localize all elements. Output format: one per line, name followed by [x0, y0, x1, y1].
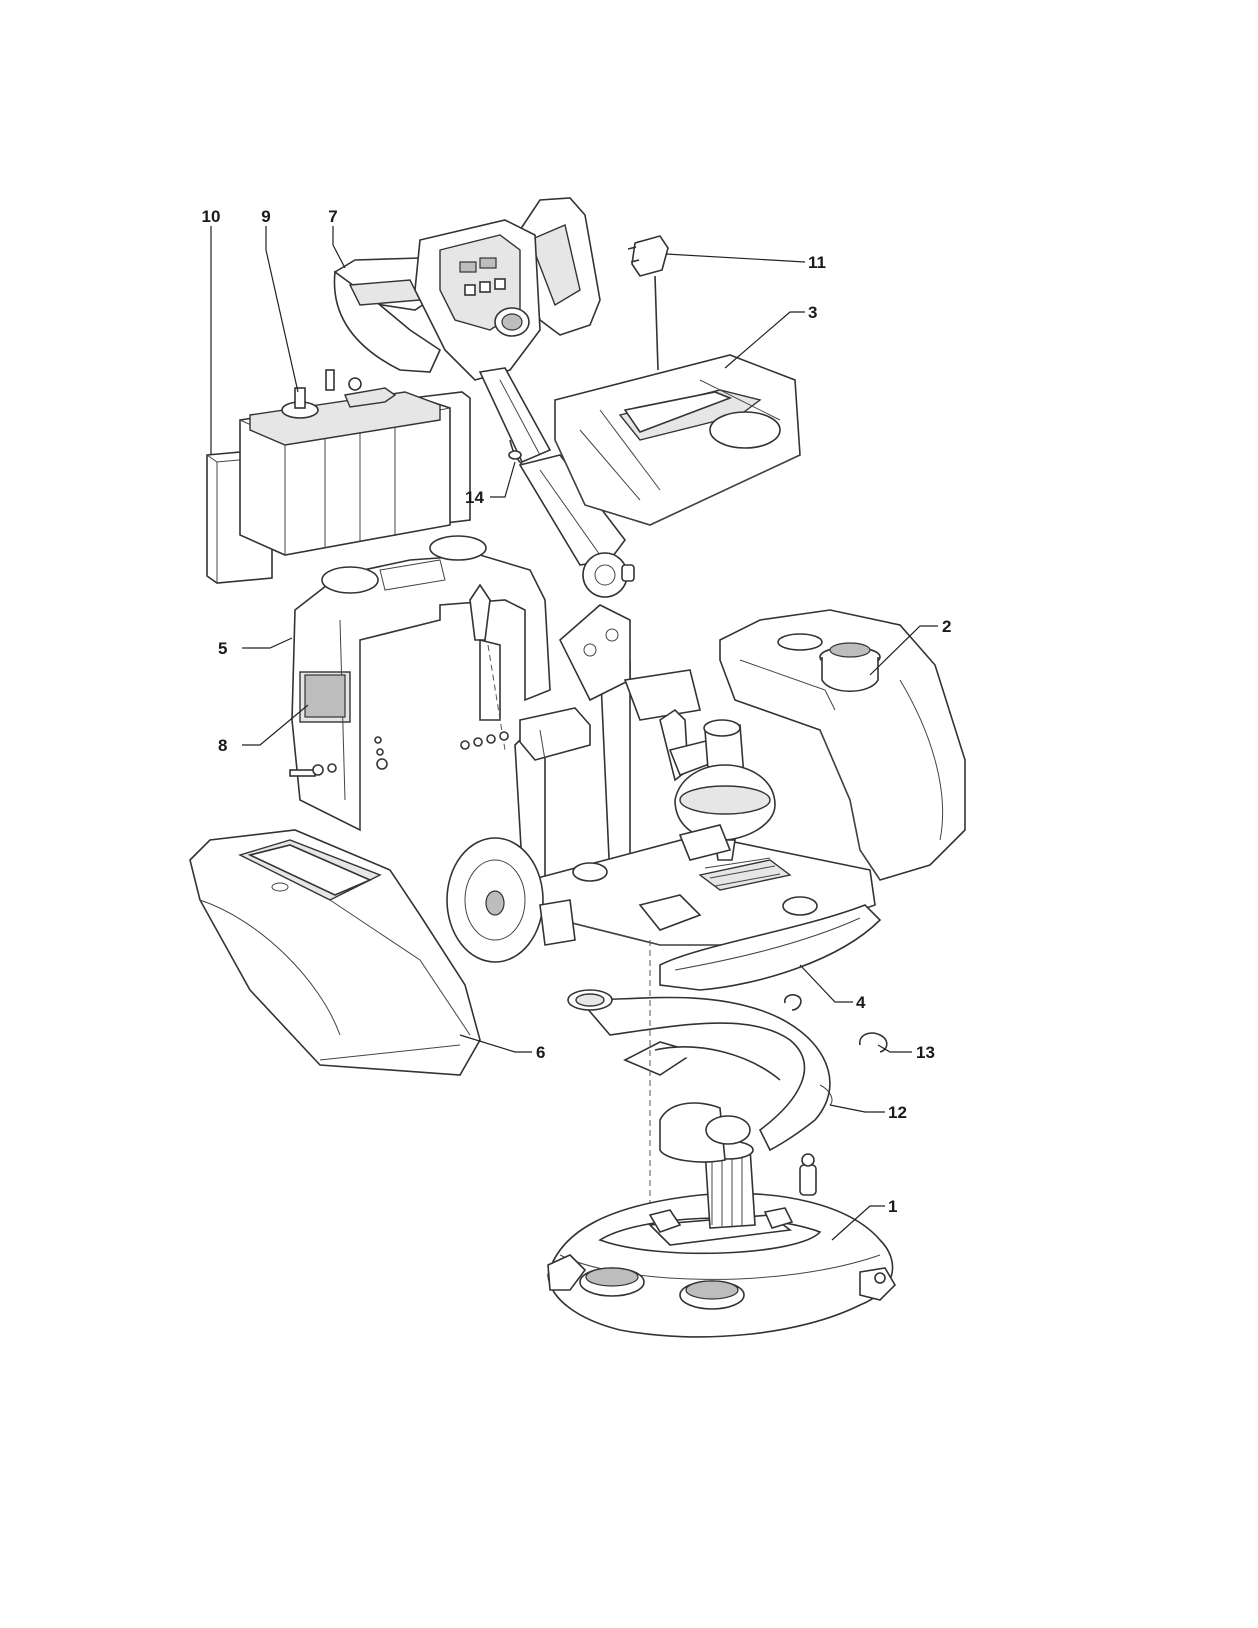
callout-9: 9: [261, 207, 270, 226]
callout-5: 5: [218, 639, 227, 658]
callout-10: 10: [202, 207, 221, 226]
part-11-power-plug: [627, 235, 669, 371]
callout-1: 1: [888, 1197, 897, 1216]
callout-13: 13: [916, 1043, 935, 1062]
callout-numbers: 10 9 7 11 3 14 5 2 8 4 6 13 12 1: [202, 207, 952, 1216]
part-1-brush-deck: [547, 1102, 897, 1338]
part-3-top-cover: [554, 354, 801, 526]
part-4-front-bumper: [659, 904, 882, 991]
vacuum-motor: [674, 719, 776, 861]
callout-6: 6: [536, 1043, 545, 1062]
part-12-suction-hose: [567, 989, 833, 1152]
part-13-hose-clip: [784, 994, 888, 1053]
housing-fasteners: [289, 731, 509, 777]
part-6-solution-tank: [189, 829, 481, 1076]
callout-12: 12: [888, 1103, 907, 1122]
callout-4: 4: [856, 993, 866, 1012]
callout-3: 3: [808, 303, 817, 322]
part-9-battery: [239, 369, 471, 556]
callout-14: 14: [465, 488, 484, 507]
callout-7: 7: [328, 207, 337, 226]
callout-11: 11: [808, 253, 826, 272]
part-2-recovery-tank: [719, 609, 966, 881]
part-7-handle-console: [333, 197, 601, 464]
rear-wheel: [446, 837, 576, 963]
handle-lower-tube: [518, 454, 635, 598]
callout-8: 8: [218, 736, 227, 755]
part-8-label-plate: [304, 674, 346, 718]
leader-lines: [210, 226, 938, 1241]
callout-2: 2: [942, 617, 951, 636]
